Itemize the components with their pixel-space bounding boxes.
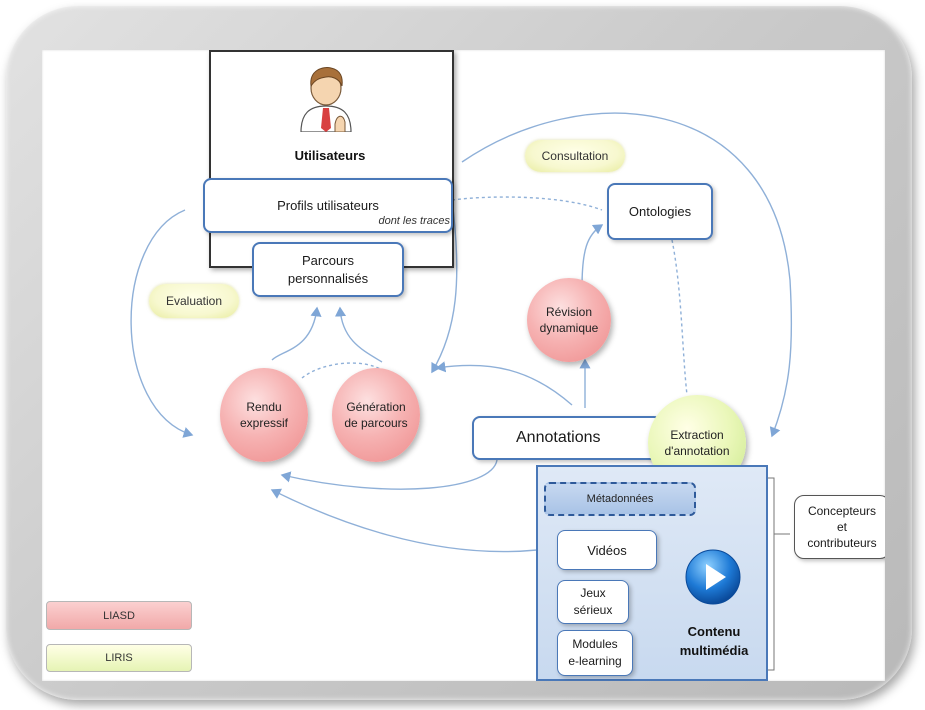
profils-sub: dont les traces	[378, 215, 450, 227]
modules-elearning-box: Modules e-learning	[557, 630, 633, 676]
generation-parcours-node: Génération de parcours	[332, 368, 420, 462]
videos-box: Vidéos	[557, 530, 657, 570]
connector-arrows	[130, 112, 793, 671]
play-icon	[684, 548, 742, 606]
legend-liris: LIRIS	[46, 644, 192, 672]
users-title: Utilisateurs	[294, 148, 366, 163]
annotations-box: Annotations	[472, 416, 662, 460]
contenu-multimedia-label: Contenu multimédia	[679, 624, 749, 658]
concepteurs-box: Concepteurs et contributeurs	[794, 495, 885, 559]
jeux-serieux-box: Jeux sérieux	[557, 580, 629, 624]
legend-liasd: LIASD	[46, 601, 192, 630]
profils-label: Profils utilisateurs	[277, 198, 379, 213]
ontologies-box: Ontologies	[607, 183, 713, 240]
parcours-personnalises-box: Parcours personnalisés	[252, 242, 404, 297]
profils-utilisateurs-box: Profils utilisateurs	[203, 178, 453, 233]
revision-dynamique-node: Révision dynamique	[527, 278, 611, 362]
consultation-cloud: Consultation	[525, 140, 625, 172]
metadonnees-box: Métadonnées	[544, 482, 696, 516]
user-avatar-icon	[295, 62, 357, 133]
diagram-canvas: Utilisateurs Profils utilisateurs dont l…	[42, 50, 885, 681]
rendu-expressif-node: Rendu expressif	[220, 368, 308, 462]
evaluation-cloud: Evaluation	[149, 284, 239, 318]
